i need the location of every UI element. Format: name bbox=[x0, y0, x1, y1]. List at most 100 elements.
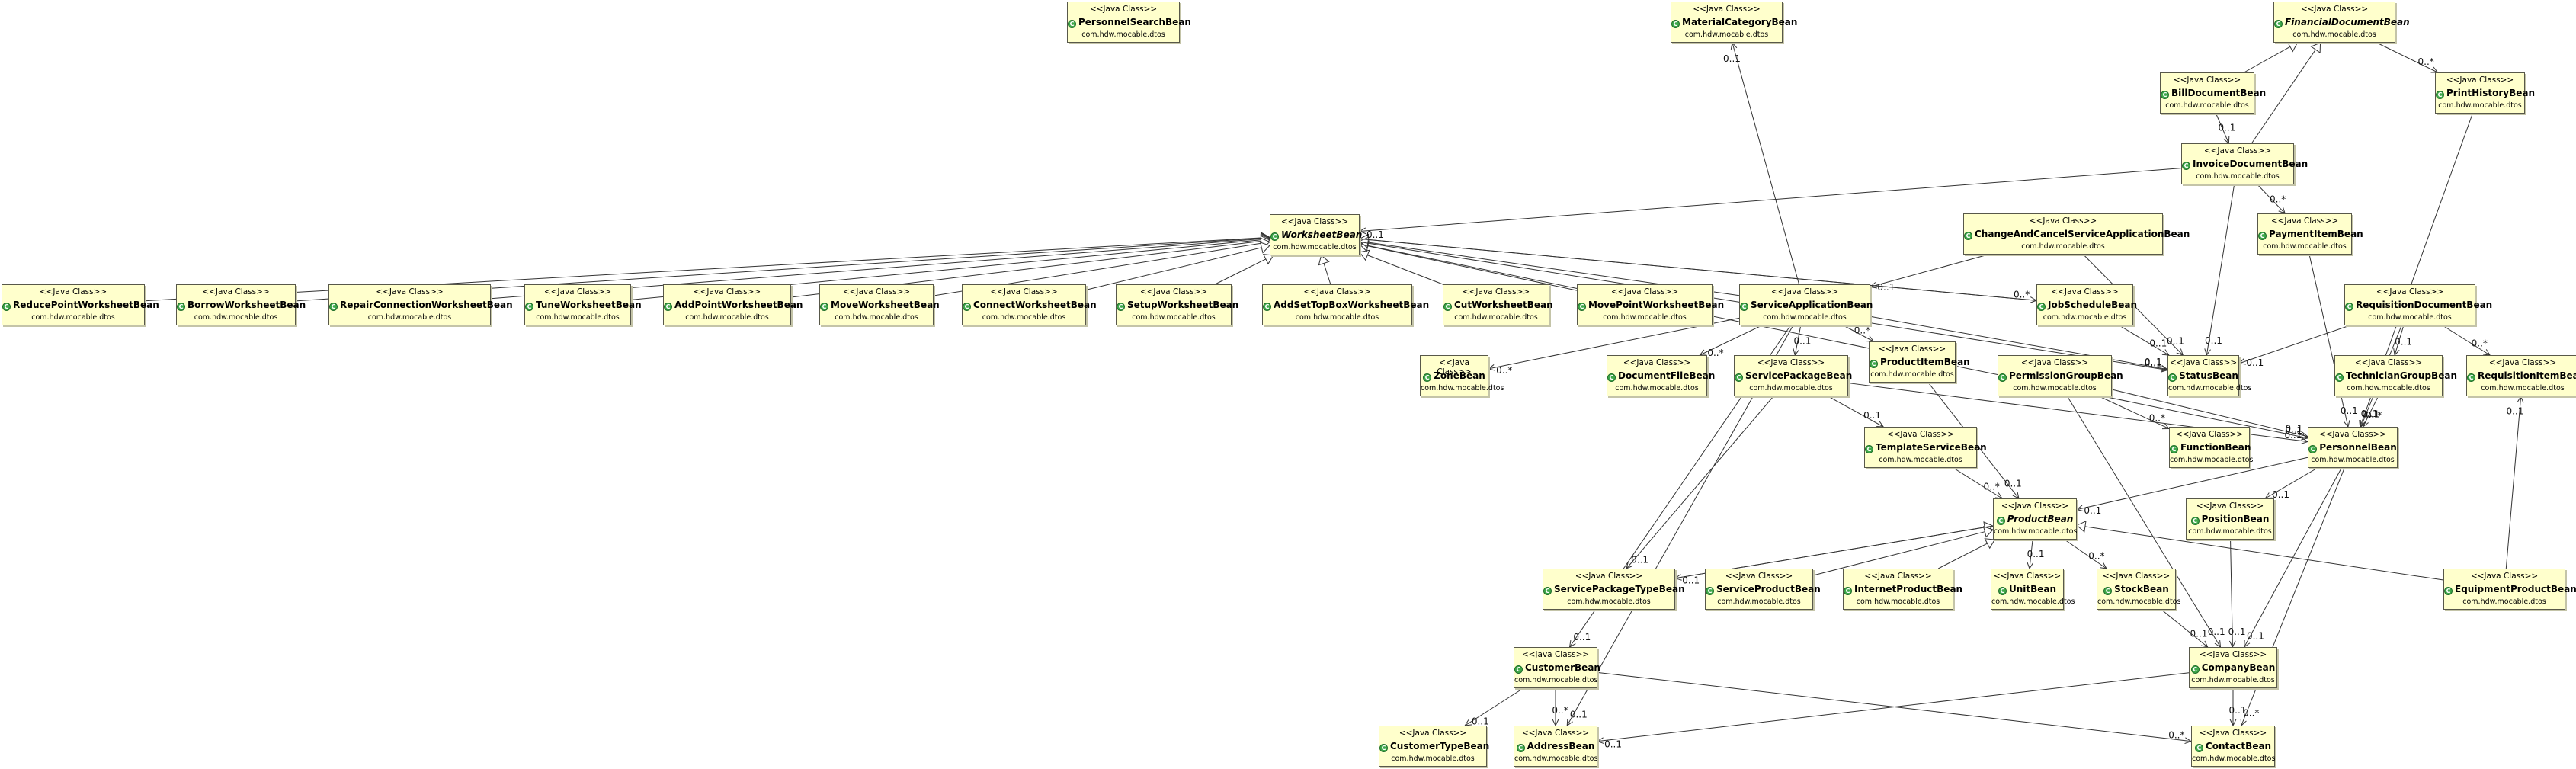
multiplicity-label: 0..1 bbox=[2341, 405, 2358, 416]
class-icon: C bbox=[1543, 587, 1552, 595]
class-stereotype: <<Java Class>> bbox=[990, 287, 1058, 296]
multiplicity-label: 0..1 bbox=[2362, 409, 2379, 420]
class-name-text: UnitBean bbox=[2008, 584, 2057, 594]
association-line bbox=[1870, 254, 1988, 287]
class-package: com.hdw.mocable.dtos bbox=[1856, 598, 1940, 606]
association-line bbox=[1732, 42, 1800, 285]
class-icon: C bbox=[329, 303, 338, 311]
multiplicity-label: 0..1 bbox=[1570, 710, 1588, 720]
class-stereotype: <<Java Class>> bbox=[842, 287, 911, 296]
multiplicity-label: 0..1 bbox=[1604, 739, 1622, 749]
class-name-text: ContactBean bbox=[2205, 741, 2272, 751]
class-stereotype: <<Java Class>> bbox=[2470, 572, 2539, 581]
class-stereotype: <<Java Class>> bbox=[693, 287, 761, 296]
class-name-text: WorksheetBean bbox=[1281, 229, 1363, 240]
class-name-text: BillDocumentBean bbox=[2171, 88, 2267, 98]
class-icon: C bbox=[2161, 91, 2169, 99]
class-icon: C bbox=[1117, 303, 1125, 311]
class-name-text: PaymentItemBean bbox=[2269, 229, 2363, 239]
multiplicity-label: 0..* bbox=[2270, 194, 2286, 204]
class-stereotype: <<Java Class>> bbox=[1521, 650, 1590, 659]
class-icon: C bbox=[1443, 303, 1452, 311]
class-stereotype: <<Java Class>> bbox=[1303, 287, 1371, 296]
class-package: com.hdw.mocable.dtos bbox=[1391, 755, 1475, 763]
class-package: com.hdw.mocable.dtos bbox=[1514, 755, 1598, 763]
class-name-text: TemplateServiceBean bbox=[1876, 442, 1987, 453]
class-name-text: AddSetTopBoxWorksheetBean bbox=[1274, 300, 1430, 310]
class-icon: C bbox=[2190, 517, 2200, 525]
class-stereotype: <<Java Class>> bbox=[2175, 430, 2244, 439]
class-package: com.hdw.mocable.dtos bbox=[536, 313, 620, 322]
association-line bbox=[2308, 254, 2349, 428]
class-package: com.hdw.mocable.dtos bbox=[1421, 384, 1504, 393]
class-stereotype: <<Java Class>> bbox=[376, 287, 444, 296]
class-icon: C bbox=[1270, 232, 1279, 241]
class-name-text: ProductItemBean bbox=[1880, 357, 1970, 367]
class-icon: C bbox=[2308, 445, 2318, 453]
class-package: com.hdw.mocable.dtos bbox=[2168, 384, 2252, 393]
class-stereotype: <<Java Class>> bbox=[1878, 344, 1946, 354]
multiplicity-label: 0..* bbox=[1496, 365, 1512, 376]
association-line bbox=[2257, 184, 2286, 214]
class-icon: C bbox=[1706, 587, 1714, 595]
class-stereotype: <<Java Class>> bbox=[2203, 146, 2272, 155]
class-stereotype: <<Java Class>> bbox=[2318, 430, 2387, 439]
generalization-line bbox=[2251, 49, 2316, 144]
multiplicity-label: 0..1 bbox=[2229, 705, 2247, 716]
generalization-line bbox=[2244, 46, 2291, 73]
class-package: com.hdw.mocable.dtos bbox=[194, 313, 278, 322]
class-name-text: SetupWorksheetBean bbox=[1127, 300, 1239, 310]
